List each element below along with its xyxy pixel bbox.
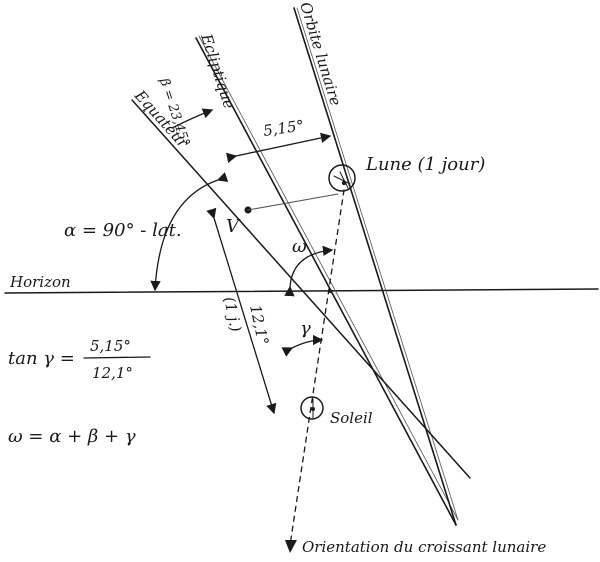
alpha-label: α = 90° - lat. — [64, 220, 182, 241]
crescent-orientation-arrowhead — [285, 540, 297, 553]
omega-angle-arc — [284, 245, 334, 297]
distance-arrow — [206, 207, 277, 415]
distance-label: 12,1° — [246, 303, 272, 347]
crescent-orientation-line — [289, 189, 345, 546]
separation-label: 5,15° — [262, 116, 305, 140]
tan-fraction-bar — [83, 356, 151, 359]
tan-formula-numerator: 5,15° — [90, 337, 131, 355]
omega-label: ω — [292, 236, 307, 257]
horizon-crossing-dot — [328, 289, 332, 293]
gamma-label: γ — [300, 318, 311, 339]
crescent-orientation-label: Orientation du croissant lunaire — [302, 538, 546, 556]
v-to-moon-line — [247, 193, 339, 211]
moon-label: Lune (1 jour) — [365, 154, 485, 175]
separation-arrow — [226, 132, 332, 163]
point-v-label: V — [226, 216, 241, 237]
beta-angle-arc — [171, 108, 214, 129]
alpha-angle-arc — [150, 172, 229, 292]
horizon-label: Horizon — [9, 273, 71, 291]
omega-sum-formula: ω = α + β + γ — [8, 426, 136, 447]
ecliptic-label: Ecliptique — [197, 31, 238, 111]
tan-formula-denominator: 12,1° — [92, 364, 133, 382]
moon-crescent-mark — [333, 171, 351, 189]
moon-circle — [328, 164, 356, 192]
distance-note-label: (1 j.) — [220, 295, 245, 334]
lunar-orbit-line — [293, 7, 457, 526]
tan-formula-lhs: tan γ = — [8, 348, 75, 369]
sun-circle — [300, 396, 324, 420]
gamma-angle-arc — [281, 334, 324, 357]
sun-label: Soleil — [330, 409, 373, 427]
